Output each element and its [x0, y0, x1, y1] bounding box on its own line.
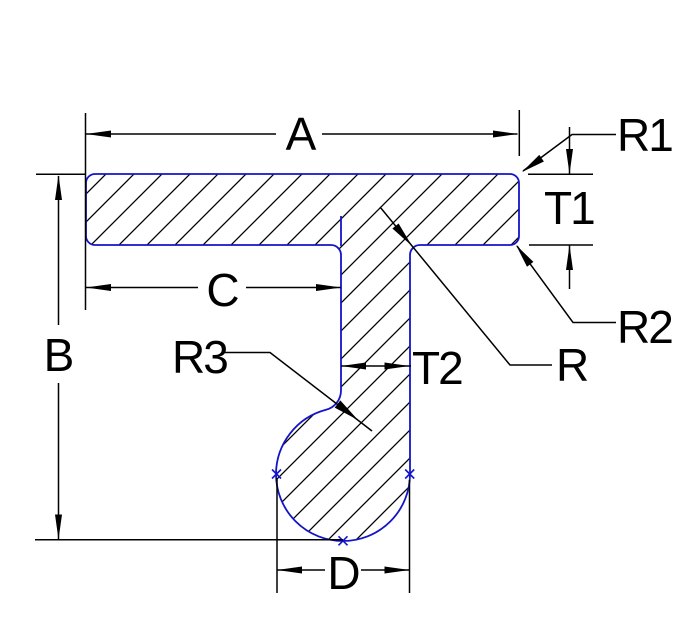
label-radius-r1: R1: [617, 109, 672, 161]
arrow-b-top: [55, 175, 62, 200]
arrow-r1: [522, 154, 544, 172]
arrow-d-left: [277, 566, 302, 574]
arrowheads: [55, 130, 573, 574]
arrow-r: [392, 223, 412, 246]
label-radius-r: R: [556, 339, 588, 391]
arrow-d-right: [384, 566, 410, 574]
arrow-t2-right: [384, 362, 410, 370]
bulb-quadrant-marker-bottom: [337, 535, 349, 546]
arrow-b-bottom: [55, 514, 62, 540]
bulb-quadrant-marker-left: [271, 468, 282, 480]
bulb-quadrant-marker-right: [404, 468, 415, 480]
arrow-t1-bottom: [566, 245, 573, 270]
arrow-c-left: [86, 284, 111, 291]
section-outline: [85, 173, 520, 542]
label-dim-d: D: [327, 547, 359, 599]
label-dim-t1: T1: [544, 182, 594, 234]
arrow-c-right: [316, 284, 341, 291]
arrow-a-left: [86, 130, 111, 138]
arrow-r2: [516, 245, 534, 267]
leader-r2: [516, 245, 616, 324]
label-radius-r3: R3: [172, 331, 227, 383]
label-dim-c: C: [206, 264, 238, 316]
label-dim-t2: T2: [412, 342, 462, 394]
label-dim-a: A: [286, 108, 317, 160]
arrow-t1-top: [566, 149, 573, 174]
leader-r: [379, 206, 552, 366]
arrow-r3: [334, 400, 358, 420]
profile-geometry: [85, 173, 520, 546]
arrow-a-right: [493, 130, 518, 138]
dimension-labels: A B C D T1 T2 R R1 R2 R3: [44, 108, 675, 599]
label-dim-b: B: [44, 329, 73, 381]
arrow-t2-left: [341, 362, 366, 370]
label-radius-r2: R2: [617, 301, 672, 353]
